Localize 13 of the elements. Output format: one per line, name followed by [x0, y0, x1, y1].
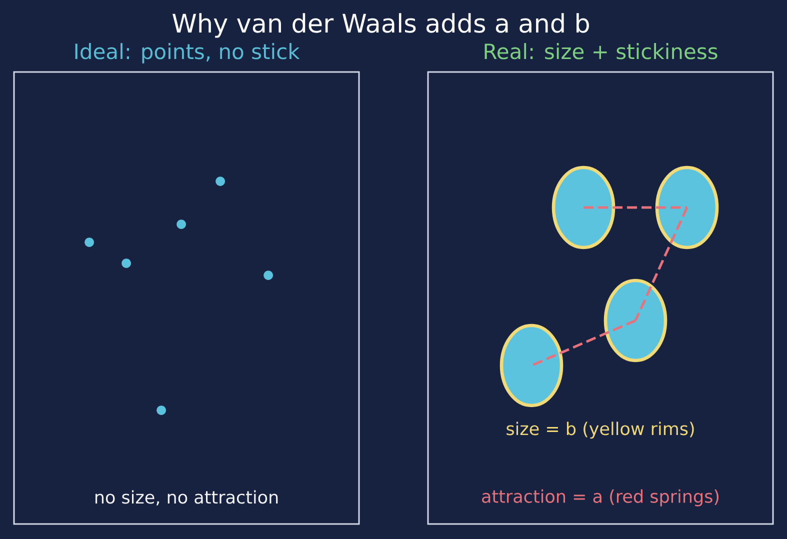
ellipse	[500, 324, 564, 408]
ellipse	[655, 166, 719, 250]
dashed-line	[634, 206, 688, 322]
panel-heading: Real: size + stickiness	[484, 43, 718, 60]
caption-text: attraction = a (red springs)	[482, 489, 719, 506]
title: Why van der Waals adds a and b	[172, 13, 589, 38]
panel-heading: Ideal: points, no stick	[75, 43, 300, 64]
caption-text: no size, no attraction	[95, 490, 278, 506]
caption-text: size = b (yellow rims)	[506, 422, 694, 439]
dashed-line	[584, 206, 687, 209]
ellipse	[552, 166, 616, 250]
dashed-line	[531, 319, 636, 367]
ellipse	[604, 278, 668, 362]
